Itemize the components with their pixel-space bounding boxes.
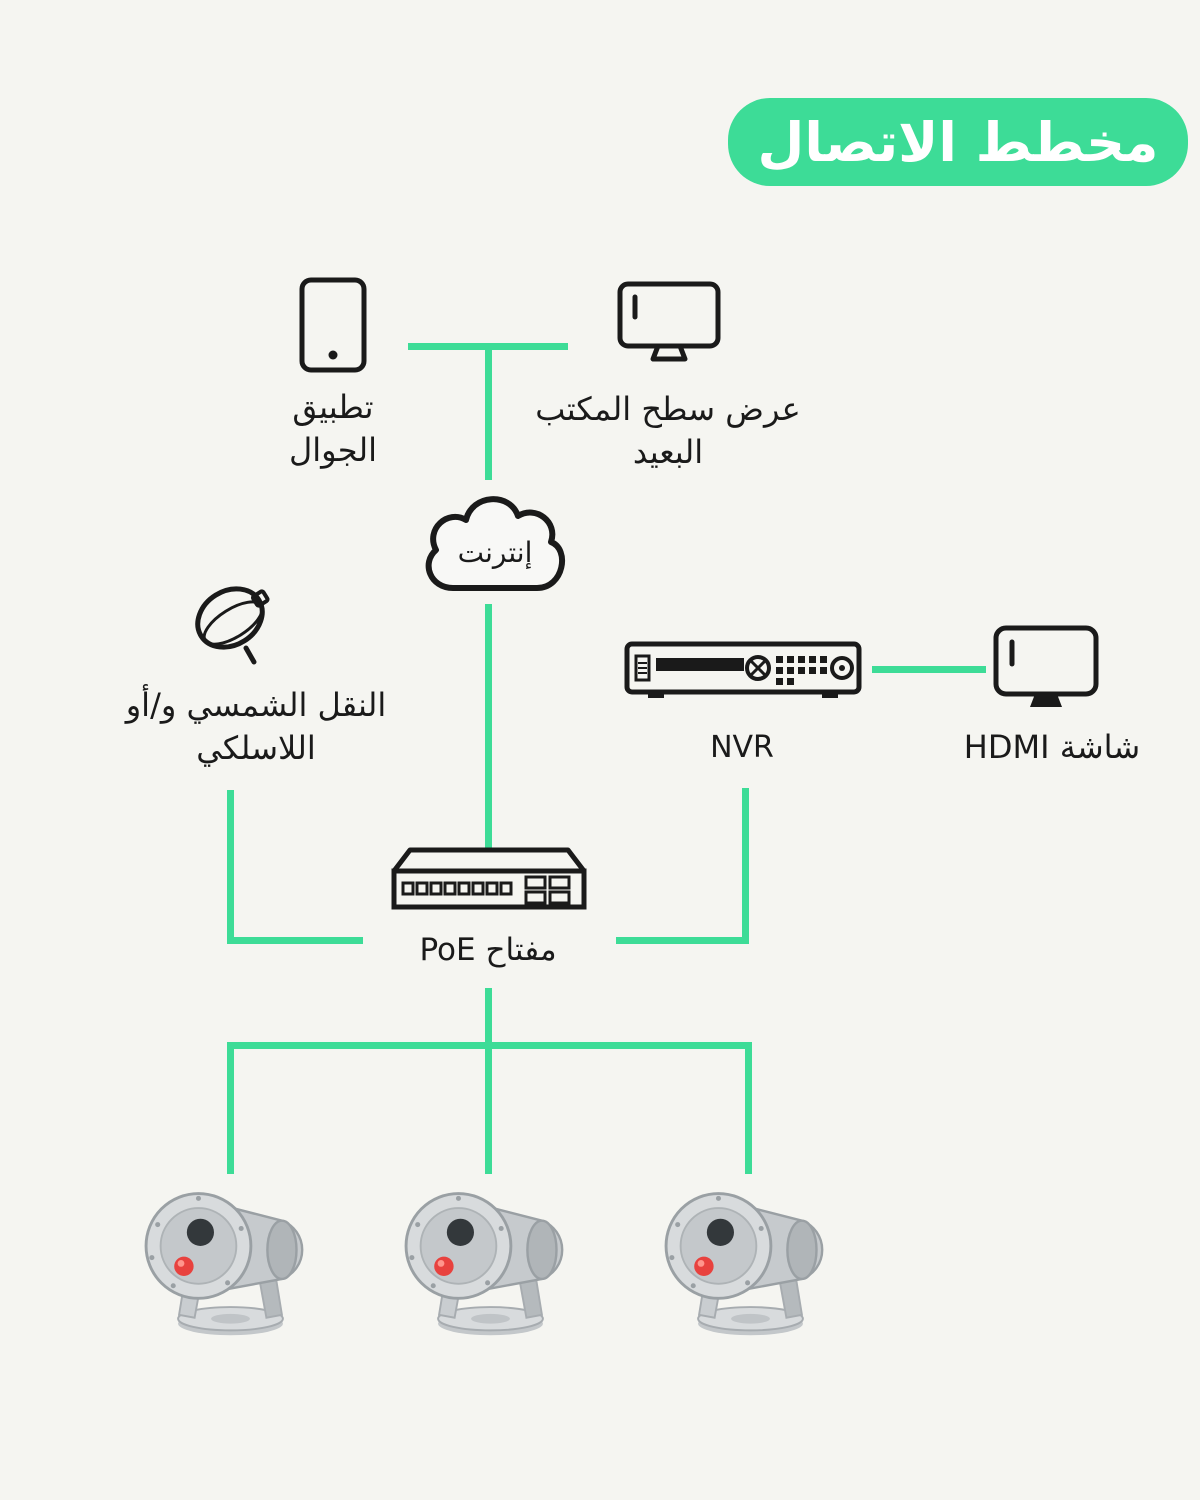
solar-wireless-label-line1: النقل الشمسي و/أو: [125, 686, 387, 724]
mobile-app-label-line2: الجوال: [289, 431, 377, 470]
nvr-label: NVR: [710, 730, 774, 765]
solar-wireless-label: النقل الشمسي و/أو اللاسلكي: [118, 684, 394, 770]
poe-switch-label: مفتاح PoE: [419, 932, 557, 968]
mobile-app-label-line1: تطبيق: [292, 388, 374, 426]
remote-desktop-label: عرض سطح المكتب البعيد: [528, 388, 808, 474]
security-camera-icon: [138, 1178, 323, 1343]
smartphone-icon: [298, 276, 368, 374]
poe-switch-icon: [388, 844, 590, 916]
internet-label: إنترنت: [457, 536, 533, 569]
connector-cloud-to-poe: [485, 604, 492, 852]
connector-nvr-to-hdmi: [872, 666, 986, 673]
solar-wireless-label-line2: اللاسلكي: [196, 729, 316, 768]
security-camera-icon: [658, 1178, 843, 1343]
remote-desktop-label-line2: البعيد: [632, 433, 704, 472]
nvr-recorder-icon: [624, 636, 862, 702]
connector-down-to-cloud: [485, 343, 492, 480]
cloud-icon: [415, 486, 575, 606]
satellite-dish-icon: [188, 574, 278, 666]
connector-nvr-vertical: [742, 788, 749, 944]
mobile-app-label: تطبيق الجوال: [258, 386, 408, 472]
monitor-icon: [992, 624, 1100, 714]
connector-camera-bus: [227, 1042, 752, 1049]
desktop-monitor-icon: [616, 280, 722, 366]
connector-camera1-drop: [227, 1042, 234, 1174]
remote-desktop-label-line1: عرض سطح المكتب: [535, 390, 801, 428]
connector-nvr-to-poe: [616, 937, 749, 944]
hdmi-monitor-label: شاشة HDMI: [963, 728, 1141, 766]
connector-poe-down: [485, 988, 492, 1174]
connector-camera3-drop: [745, 1042, 752, 1174]
diagram-title: مخطط الاتصال: [728, 98, 1188, 186]
connector-dish-vertical: [227, 790, 234, 944]
connector-dish-to-poe: [227, 937, 363, 944]
security-camera-icon: [398, 1178, 583, 1343]
